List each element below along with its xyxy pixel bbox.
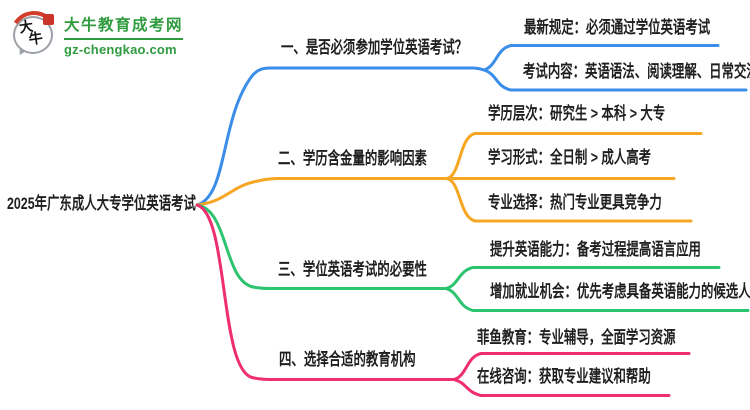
branch-1-line [195,66,486,207]
branch-4-child-1-line [452,352,691,381]
branch-3-child-1-line [444,266,721,290]
brand-domain: gz-chengkao.com [64,42,177,57]
branch-2-child-2-label: 学习形式：全日制 > 成人高考 [488,148,652,167]
branch-3-label: 三、学位英语考试的必要性 [278,260,427,279]
branch-1-child-2-label: 考试内容：英语语法、阅读理解、日常交流 [523,62,750,81]
logo-characters: 大 牛 [11,14,51,53]
branch-2-child-1-line [445,132,703,180]
branch-1-child-1-line [482,44,720,72]
branch-3-child-2-line [444,287,750,312]
branch-2-child-1-label: 学历层次：研究生 > 本科 > 大专 [488,104,666,123]
branch-2-label: 二、学历含金量的影响因素 [278,149,427,168]
brand-text: 大牛教育成考网 gz-chengkao.com [64,13,184,57]
branch-1-child-2-line [482,68,748,92]
branch-1-child-1-label: 最新规定：必须通过学位英语考试 [524,18,711,37]
branch-4-line [195,203,456,381]
logo-char-2: 牛 [27,29,44,48]
red-seal-icon [43,14,54,25]
branch-4-child-2-line [452,378,671,397]
branch-1-label: 一、是否必须参加学位英语考试？ [281,38,468,57]
site-logo: 大 牛 大牛教育成考网 gz-chengkao.com [5,6,184,64]
branch-2-child-3-line [445,177,693,223]
root-node-label: 2025年广东成人大专学位英语考试 [7,194,196,213]
branch-3-line [195,203,448,290]
branch-2-child-3-label: 专业选择：热门专业更具竞争力 [488,193,662,212]
branch-3-child-2-label: 增加就业机会：优先考虑具备英语能力的候选人 [490,282,750,301]
brand-title: 大牛教育成考网 [64,13,184,40]
bubble-circle-icon [13,16,53,54]
branch-2-line [195,177,449,207]
branch-4-label: 四、选择合适的教育机构 [279,350,416,369]
logo-bubble-icon: 大 牛 [5,6,63,64]
branch-3-child-1-label: 提升英语能力：备考过程提高语言应用 [490,240,701,259]
branch-4-child-2-label: 在线咨询：获取专业建议和帮助 [477,367,651,386]
branch-4-child-1-label: 菲鱼教育：专业辅导，全面学习资源 [477,328,676,347]
